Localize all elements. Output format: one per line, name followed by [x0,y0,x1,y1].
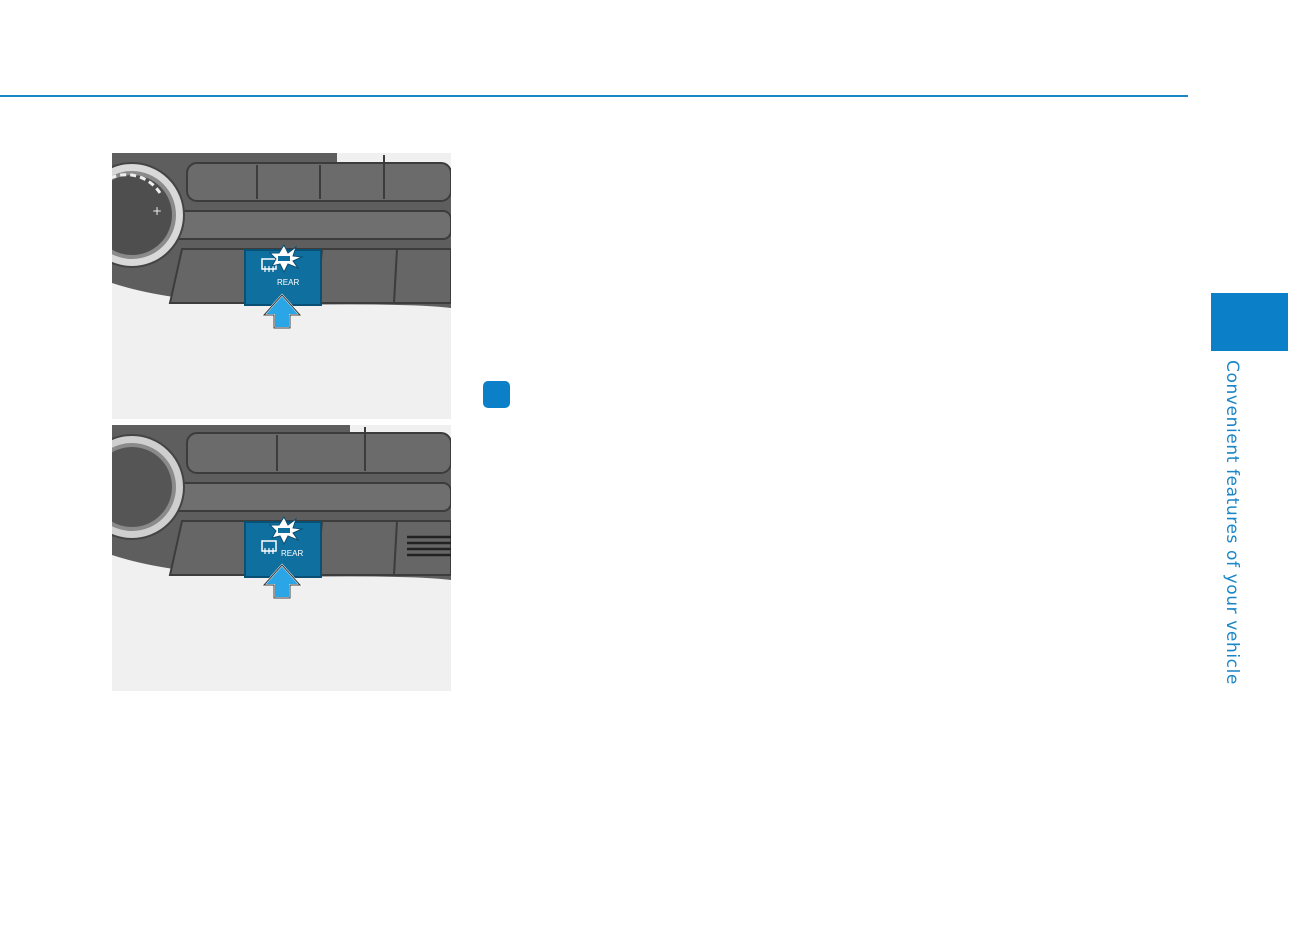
indicator-light-icon [268,515,304,546]
press-arrow-icon [261,563,303,599]
press-arrow-icon [261,293,303,329]
rear-defrost-illustration-1: + REAR [112,153,451,419]
info-bullet-marker [483,381,510,408]
chapter-tab [1211,293,1288,351]
chapter-side-title: Convenient features of your vehicle [1222,360,1242,685]
rear-defrost-illustration-2: REAR [112,425,451,691]
rear-button-label: REAR [277,278,299,287]
control-panel-drawing: REAR [112,425,451,599]
vent-grille [407,535,451,557]
indicator-light-icon [268,243,304,274]
svg-text:+: + [152,204,162,218]
control-panel-drawing: + REAR [112,153,451,329]
rear-button-label: REAR [281,549,303,558]
header-rule [0,95,1188,97]
rear-defroster-icon [261,540,277,554]
